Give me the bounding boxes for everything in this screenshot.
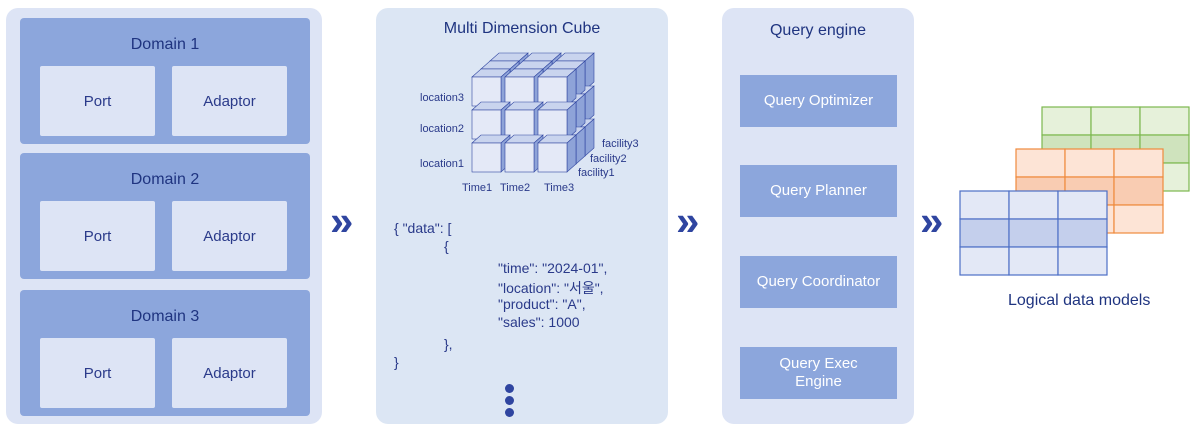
ellipsis-dot-3: [505, 408, 514, 417]
table-cell: [1008, 218, 1059, 248]
flow-arrow-2: »: [676, 197, 700, 244]
facility-label-1: facility1: [578, 167, 615, 179]
domain-2-title: Domain 2: [130, 171, 200, 188]
location-label-3: location3: [420, 92, 464, 104]
domain-2-adaptor: Adaptor: [172, 201, 287, 271]
time-label-3: Time3: [544, 182, 574, 194]
table-cell: [1057, 246, 1108, 276]
cube-title: Multi Dimension Cube: [443, 20, 601, 37]
table-cell: [1113, 148, 1164, 178]
table-cell: [1113, 176, 1164, 206]
domain-3-adaptor: Adaptor: [172, 338, 287, 408]
cube-cell: [537, 101, 577, 140]
query-engine-panel: Query engine Query Optimizer Query Plann…: [722, 8, 914, 424]
cube-cell: [471, 101, 511, 140]
table-cell: [1139, 106, 1190, 136]
cube-cell: [537, 134, 577, 173]
table-cell: [959, 218, 1010, 248]
cube-cell: [504, 68, 544, 107]
json-line-4: "location": "서울",: [498, 280, 604, 296]
table-cell: [1041, 106, 1092, 136]
ellipsis-dot-1: [505, 384, 514, 393]
json-line-7: },: [444, 336, 453, 352]
table-cell: [1008, 190, 1059, 220]
cube-diagram: location3 location2 location1 facility3 …: [420, 52, 639, 194]
domains-panel: Domain 1 Port Adaptor Domain 2 Port Adap…: [6, 8, 322, 424]
cube-cell: [537, 68, 577, 107]
location-label-1: location1: [420, 158, 464, 170]
table-cell: [1057, 218, 1108, 248]
domain-1-adaptor: Adaptor: [172, 66, 287, 136]
domain-1-box: Domain 1 Port Adaptor: [20, 18, 310, 144]
cube-panel: Multi Dimension Cube location3 location2…: [376, 8, 668, 424]
flow-arrow-1: »: [330, 197, 354, 244]
flow-arrow-3: »: [920, 197, 944, 244]
query-engine-title: Query engine: [769, 22, 867, 39]
domain-2-port: Port: [40, 201, 155, 271]
logical-data-models-label: Logical data models: [1008, 292, 1151, 309]
time-label-1: Time1: [462, 182, 492, 194]
table-cell: [1113, 204, 1164, 234]
query-coordinator-box: Query Coordinator: [740, 256, 897, 308]
table-cell: [959, 190, 1010, 220]
json-line-6: "sales": 1000: [498, 314, 580, 330]
query-planner-box: Query Planner: [740, 165, 897, 217]
table-cell: [1008, 246, 1059, 276]
ellipsis-dot-2: [505, 396, 514, 405]
domain-1-title: Domain 1: [130, 36, 200, 53]
table-cell: [959, 246, 1010, 276]
facility-label-2: facility2: [590, 153, 627, 165]
query-exec-engine-box: Query Exec Engine: [740, 347, 897, 399]
cube-cells: [471, 52, 595, 173]
cube-cell: [504, 101, 544, 140]
query-optimizer-box: Query Optimizer: [740, 75, 897, 127]
json-line-5: "product": "A",: [498, 296, 586, 312]
domain-1-port: Port: [40, 66, 155, 136]
json-line-1: { "data": [: [394, 220, 452, 236]
logical-data-models-graphic: [959, 106, 1190, 276]
facility-label-3: facility3: [602, 138, 639, 150]
cube-cell: [504, 134, 544, 173]
domain-3-box: Domain 3 Port Adaptor: [20, 290, 310, 416]
table-cell: [1057, 190, 1108, 220]
time-label-2: Time2: [500, 182, 530, 194]
cube-cell: [471, 134, 511, 173]
table-cell: [1015, 148, 1066, 178]
domain-3-port: Port: [40, 338, 155, 408]
json-line-3: "time": "2024-01",: [498, 260, 608, 276]
domain-3-title: Domain 3: [130, 308, 200, 325]
table-cell: [1090, 106, 1141, 136]
json-line-2: {: [444, 238, 449, 254]
location-label-2: location2: [420, 123, 464, 135]
json-line-8: }: [394, 354, 399, 370]
blue-table: [959, 190, 1108, 276]
cube-cell: [471, 68, 511, 107]
table-cell: [1064, 148, 1115, 178]
domain-2-box: Domain 2 Port Adaptor: [20, 153, 310, 279]
